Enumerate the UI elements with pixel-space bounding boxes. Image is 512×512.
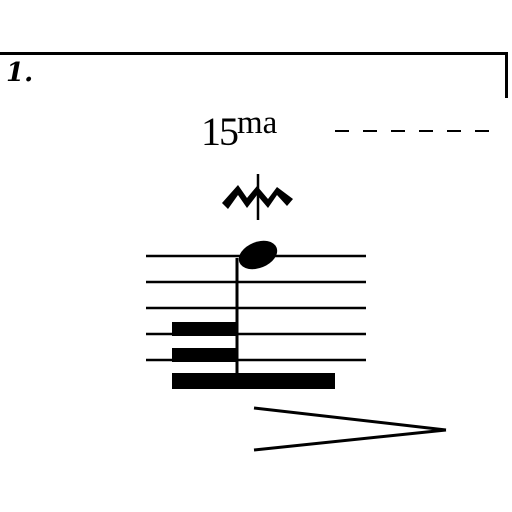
decrescendo-hairpin — [253, 406, 447, 452]
beam-bar — [172, 373, 335, 389]
octave-marking: 15ma — [201, 107, 277, 154]
note — [235, 240, 278, 380]
octave-number: 15 — [201, 109, 239, 154]
volta-label: 1. — [6, 58, 34, 88]
staff — [146, 254, 366, 362]
volta-bracket — [0, 52, 508, 98]
rest-block — [172, 322, 238, 362]
note-head — [238, 240, 278, 270]
mordent-icon — [222, 174, 293, 220]
octave-suffix: ma — [237, 105, 278, 141]
